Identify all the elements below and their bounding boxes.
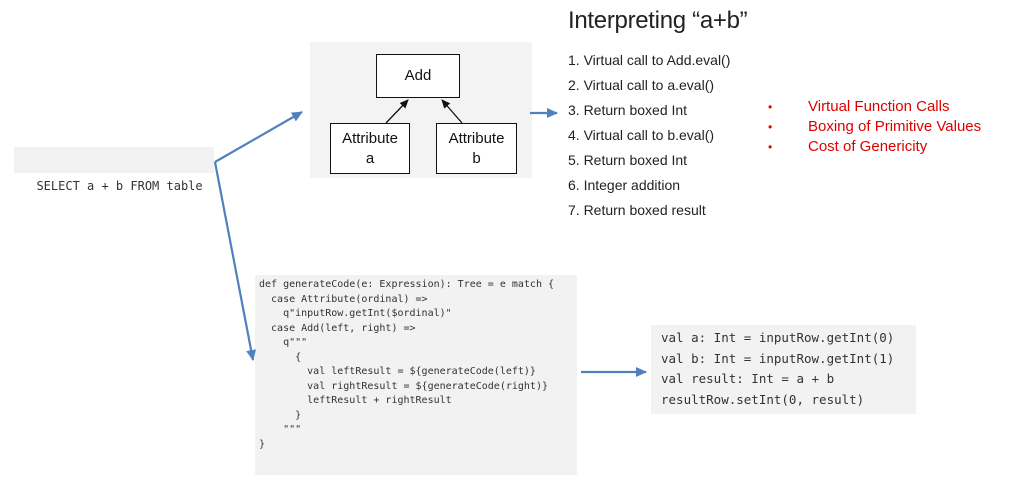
bullet-text: Virtual Function Calls [808, 98, 950, 115]
attribute-b-line1: Attribute [448, 129, 505, 147]
bullet-item: • Boxing of Primitive Values [768, 117, 981, 137]
code-line: leftResult + rightResult [259, 395, 452, 406]
code-line: val b: Int = inputRow.getInt(1) [661, 350, 895, 366]
step-item: 2. Virtual call to a.eval() [568, 77, 715, 93]
step-item: 4. Virtual call to b.eval() [568, 127, 715, 143]
code-line: q""" [259, 337, 308, 348]
step-item: 5. Return boxed Int [568, 152, 688, 168]
codegen-code-block: def generateCode(e: Expression): Tree = … [255, 275, 577, 475]
bullet-text: Cost of Genericity [808, 138, 928, 155]
code-line: resultRow.setInt(0, result) [661, 391, 865, 407]
attribute-a-node: Attribute a [330, 123, 410, 174]
code-line: } [259, 409, 302, 421]
code-line: { [259, 351, 302, 363]
step-item: 6. Integer addition [568, 177, 681, 193]
arrow-sql-to-codegen [213, 161, 257, 361]
add-node-label: Add [404, 67, 432, 84]
arrow-sql-to-tree [214, 111, 303, 163]
bullet-text: Boxing of Primitive Values [808, 118, 982, 135]
code-line: val leftResult = ${generateCode(left)} [259, 366, 536, 377]
bullet-item: • Cost of Genericity [768, 137, 981, 157]
attribute-b-node: Attribute b [436, 123, 517, 174]
overhead-bullet-list: • Virtual Function Calls • Boxing of Primi… [768, 97, 981, 157]
edge-b-to-add [441, 99, 463, 124]
slide-title: Interpreting “a+b” [568, 7, 748, 34]
code-line: """ [259, 424, 302, 435]
attribute-b-line2: b [472, 149, 481, 167]
step-item: 1. Virtual call to Add.eval() [568, 52, 731, 68]
code-line: case Add(left, right) => [259, 322, 416, 334]
step-item: 3. Return boxed Int [568, 102, 688, 118]
generated-code-block: val a: Int = inputRow.getInt(0) val b: In… [651, 325, 916, 414]
attribute-a-line1: Attribute [342, 129, 398, 147]
code-line: } [259, 438, 266, 450]
sql-query-box: SELECT a + b FROM table [14, 147, 214, 193]
attribute-a-line2: a [365, 149, 375, 167]
code-line: def generateCode(e: Expression): Tree = … [259, 279, 555, 290]
code-line: val a: Int = inputRow.getInt(0) [661, 330, 895, 345]
bullet-dot-icon: • [768, 100, 773, 114]
interpretation-steps-list: 1. Virtual call to Add.eval() 2. Virtual… [568, 50, 730, 225]
step-item: 7. Return boxed result [568, 202, 706, 218]
code-line: case Attribute(ordinal) => [259, 293, 428, 305]
bullet-dot-icon: • [768, 120, 773, 134]
code-line: val rightResult = ${generateCode(right)} [259, 380, 548, 392]
bullet-item: • Virtual Function Calls [768, 97, 981, 117]
add-node: Add [376, 54, 460, 98]
sql-query-text: SELECT a + b FROM table [36, 179, 203, 193]
tree-edges [385, 99, 463, 124]
code-line: q"inputRow.getInt($ordinal)" [259, 308, 452, 319]
edge-a-to-add [385, 99, 409, 124]
code-line: val result: Int = a + b [661, 371, 835, 386]
expression-tree-diagram: Add Attribute a Attribute b [310, 42, 532, 178]
bullet-dot-icon: • [768, 140, 773, 154]
